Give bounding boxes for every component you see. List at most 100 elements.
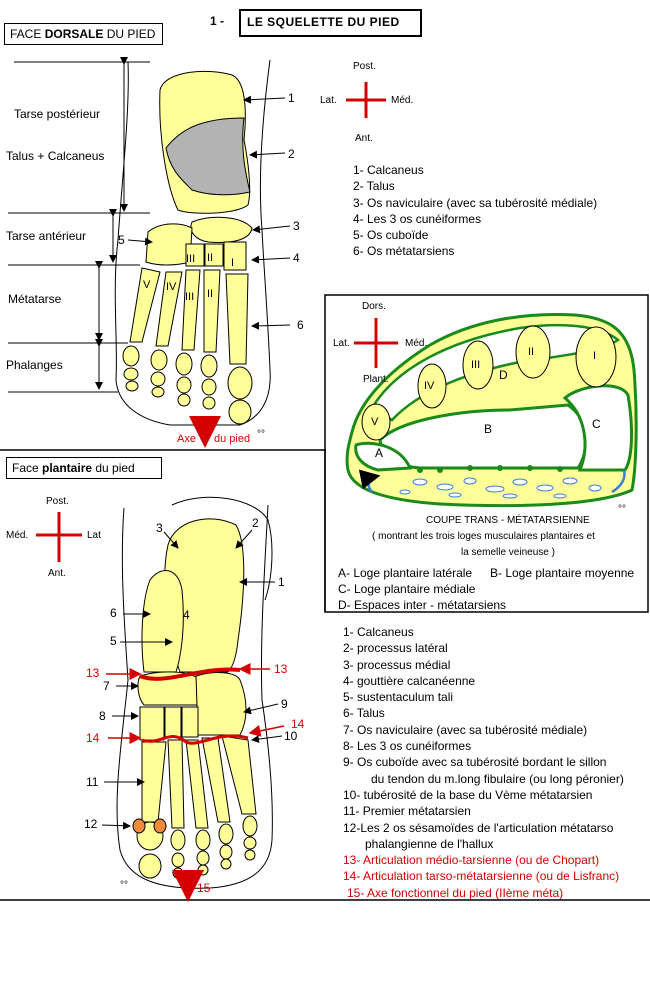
plantar-num-5: 5 <box>110 634 117 648</box>
plantar-legend-item-red: 15- Axe fonctionnel du pied (IIème méta) <box>347 885 564 900</box>
plantar-talus <box>141 570 184 673</box>
page-title: LE SQUELETTE DU PIED <box>239 9 422 37</box>
plantar-legend-item: 4- gouttière calcanéenne <box>343 673 476 688</box>
plantar-legend-item: 11- Premier métatarsien <box>343 804 471 819</box>
section-roman-V: V <box>371 416 379 428</box>
plantar-legend-item-red: 14- Articulation tarso-métatarsienne (ou… <box>343 869 620 884</box>
plantar-legend-item: 1- Calcaneus <box>343 625 414 639</box>
section-letter-B: B <box>484 422 493 436</box>
section-roman-III: III <box>471 359 481 371</box>
chopart-joint <box>139 667 241 681</box>
title-number: 1 - <box>210 14 225 28</box>
dorsal-title-box: FACE DORSALE DU PIED <box>4 23 163 45</box>
plantar-num-13-left: 13 <box>86 666 100 680</box>
dorsal-title-bold: DORSALE <box>44 27 104 41</box>
plantar-cuboid <box>195 672 247 736</box>
plantar-num-8: 8 <box>99 709 106 723</box>
axis-label-1: Axe <box>177 433 196 445</box>
dorsal-compass-icon <box>346 82 386 118</box>
section-letter-A: A <box>375 446 384 460</box>
talus-bone <box>165 117 251 196</box>
section-roman-IV: IV <box>424 380 435 392</box>
plantar-num-7: 7 <box>103 679 110 693</box>
region-metatarse: Métatarse <box>8 292 62 306</box>
plantar-num-14-left: 14 <box>86 731 100 745</box>
section-caption-line3: la semelle veineuse ) <box>461 547 555 558</box>
plantar-num-12: 12 <box>84 817 98 831</box>
plantar-title-suffix: du pied <box>92 461 135 475</box>
plantar-legend: 1- Calcaneus 2- processus latéral 3- pro… <box>343 624 624 901</box>
plantar-num-1: 1 <box>278 575 285 589</box>
dorsal-legend-item: 2- Talus <box>353 179 395 194</box>
plantar-oo: °° <box>120 880 128 891</box>
plantar-legend-item: phalangienne de l'hallux <box>365 836 494 851</box>
plantar-foot <box>101 496 285 902</box>
plantar-compass-right: Lat <box>87 530 101 541</box>
dorsal-num-1: 1 <box>288 91 295 105</box>
cross-section <box>345 313 638 508</box>
section-oo: °° <box>618 504 626 515</box>
plantar-legend-item: 2- processus latéral <box>343 641 448 656</box>
plantar-num-6: 6 <box>110 606 117 620</box>
plantar-legend-item: 7- Os naviculaire (avec sa tubérosité mé… <box>343 722 588 737</box>
metatarsals <box>129 267 249 365</box>
dorsal-legend-item: 4- Les 3 os cunéiformes <box>353 211 482 226</box>
section-compass-right: Méd. <box>405 338 428 349</box>
dorsal-roman-II: II <box>207 252 214 264</box>
plantar-compass-icon <box>36 512 82 562</box>
plantar-compass-bottom: Ant. <box>48 568 66 579</box>
sesamoid-bone <box>132 818 146 834</box>
section-legend-d: D- Espaces inter - métatarsiens <box>338 598 507 612</box>
section-caption-title: COUPE TRANS - MÉTATARSIENNE <box>426 515 590 526</box>
dorsal-foot <box>8 57 291 448</box>
plantar-legend-item: 5- sustentaculum tali <box>343 690 454 705</box>
dorsal-legend-item: 5- Os cuboïde <box>353 228 429 243</box>
section-compass-bottom: Plant. <box>363 374 389 385</box>
dorsal-num-4: 4 <box>293 251 300 265</box>
plantar-compass-left: Méd. <box>6 530 29 541</box>
dorsal-title-prefix: FACE <box>10 27 45 41</box>
dorsal-num-2: 2 <box>288 147 295 161</box>
section-legend-c: C- Loge plantaire médiale <box>338 582 476 596</box>
dorsal-roman-II-meta: II <box>207 288 214 300</box>
plantar-metatarsals <box>141 735 257 829</box>
dorsal-num-3: 3 <box>293 219 300 233</box>
plantar-title-bold: plantaire <box>42 461 93 475</box>
plantar-legend-item: 9- Os cuboïde avec sa tubérosité bordant… <box>343 755 607 770</box>
section-letter-D: D <box>499 368 508 382</box>
section-caption-line2: ( montrant les trois loges musculaires p… <box>372 531 595 542</box>
plantar-legend-item: 3- processus médial <box>343 657 451 672</box>
navicular-bone <box>190 216 253 243</box>
section-compass-icon <box>354 318 398 368</box>
plantar-num-11: 11 <box>86 775 99 789</box>
phalanges <box>122 345 253 425</box>
section-box <box>324 294 649 613</box>
dorsal-num-5: 5 <box>118 233 125 247</box>
plantar-compass-top: Post. <box>46 496 69 507</box>
page-title-text: LE SQUELETTE DU PIED <box>247 15 400 29</box>
dorsal-legend-item: 6- Os métatarsiens <box>353 244 455 259</box>
plantar-title-prefix: Face <box>12 461 43 475</box>
plantar-num-15: 15 <box>197 881 211 895</box>
region-talus-calcaneus: Talus + Calcaneus <box>6 149 105 163</box>
plantar-num-4: 4 <box>183 608 190 622</box>
dorsal-num-6: 6 <box>297 318 304 332</box>
dorsal-roman-V: V <box>143 279 151 291</box>
dorsal-compass-top: Post. <box>353 61 376 72</box>
plantar-title-box: Face plantaire du pied <box>6 457 162 479</box>
plantar-legend-item: 10- tubérosité de la base du Vème métata… <box>343 787 593 802</box>
plantar-num-9: 9 <box>281 697 288 711</box>
dorsal-title-suffix: DU PIED <box>103 27 156 41</box>
section-roman-I: I <box>593 350 597 362</box>
plantar-num-2: 2 <box>252 516 259 530</box>
dorsal-compass-right: Méd. <box>391 95 414 106</box>
plantar-num-3: 3 <box>156 521 163 535</box>
dorsal-legend: 1- Calcaneus 2- Talus 3- Os naviculaire … <box>353 162 597 260</box>
plantar-num-13-right: 13 <box>274 662 288 676</box>
plantar-num-10: 10 <box>284 729 298 743</box>
section-roman-II: II <box>528 346 535 358</box>
plantar-legend-item: 12-Les 2 os sésamoïdes de l'articulation… <box>343 820 614 835</box>
dorsal-compass-left: Lat. <box>320 95 337 106</box>
dorsal-legend-item: 3- Os naviculaire (avec sa tubérosité mé… <box>353 195 598 210</box>
